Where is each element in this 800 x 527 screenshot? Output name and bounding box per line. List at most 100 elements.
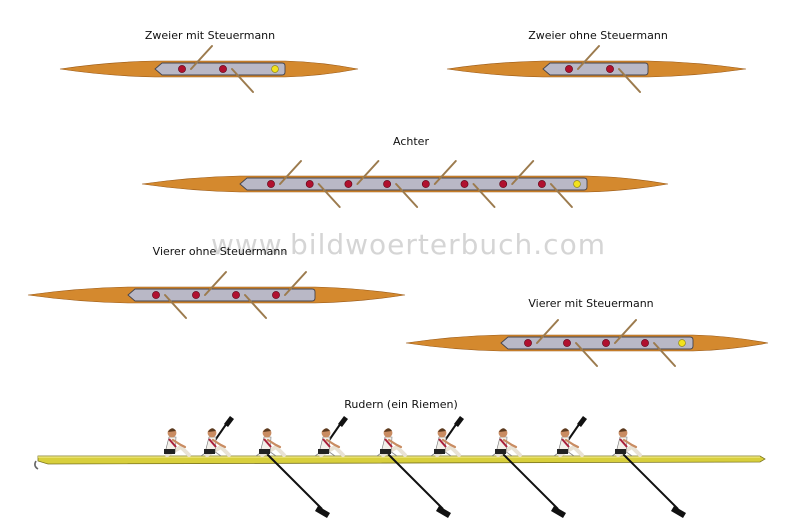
boat-four-with-coxswain bbox=[405, 319, 769, 367]
hair bbox=[561, 428, 569, 432]
oar bbox=[244, 294, 267, 319]
shorts bbox=[259, 449, 270, 454]
rower-seat bbox=[383, 180, 391, 188]
boat-pair-without-coxswain bbox=[446, 45, 747, 93]
oar bbox=[317, 183, 341, 208]
oar bbox=[472, 183, 496, 208]
shirt-stripe bbox=[168, 438, 177, 448]
arms bbox=[266, 438, 282, 449]
oar bbox=[164, 294, 187, 319]
arms bbox=[622, 438, 638, 449]
rower-seat bbox=[606, 65, 614, 73]
label-eight: Achter bbox=[393, 135, 429, 148]
rower-seat bbox=[219, 65, 227, 73]
shirt-stripe bbox=[263, 438, 272, 448]
hair bbox=[384, 428, 392, 432]
oar-blade bbox=[577, 416, 587, 427]
rower-seat bbox=[563, 339, 571, 347]
shorts bbox=[557, 449, 568, 454]
label-four-with-coxswain: Vierer mit Steuermann bbox=[528, 297, 654, 310]
rower-seat bbox=[499, 180, 508, 188]
shirt-stripe bbox=[438, 438, 447, 448]
watermark: www.bildwoerterbuch.com bbox=[211, 228, 606, 261]
oar-blade bbox=[551, 506, 566, 518]
boat-pair-with-coxswain bbox=[59, 45, 359, 93]
coxswain-figure bbox=[164, 428, 191, 457]
hair bbox=[168, 428, 176, 432]
rower-figure bbox=[491, 428, 566, 518]
boat-four-without-coxswain bbox=[27, 271, 406, 319]
sweep-rowing-illustration bbox=[34, 416, 766, 518]
arms bbox=[441, 438, 457, 449]
coxswain-seat bbox=[573, 180, 581, 188]
oar bbox=[653, 342, 676, 367]
oar-blade bbox=[338, 416, 348, 427]
rower-seat bbox=[421, 180, 430, 188]
oar-shaft bbox=[384, 450, 444, 510]
shirt-stripe bbox=[561, 438, 570, 448]
label-four-without-coxswain: Vierer ohne Steuermann bbox=[152, 245, 288, 258]
hair bbox=[499, 428, 507, 432]
shell bbox=[37, 455, 766, 465]
rower-seat bbox=[344, 180, 353, 188]
rower-seat bbox=[267, 180, 275, 188]
rower-figure bbox=[200, 416, 234, 457]
arms bbox=[325, 438, 341, 449]
arms bbox=[387, 438, 403, 449]
hair bbox=[263, 428, 271, 432]
shirt-stripe bbox=[208, 438, 217, 448]
rower-seat bbox=[641, 339, 649, 347]
rower-figure bbox=[430, 416, 464, 457]
label-sweep-rowing: Rudern (ein Riemen) bbox=[344, 398, 458, 411]
shorts bbox=[164, 449, 175, 454]
rower-figure bbox=[255, 428, 330, 518]
coxswain-seat bbox=[678, 339, 686, 347]
oar bbox=[577, 45, 600, 70]
oar-shaft bbox=[499, 450, 559, 510]
oar-blade bbox=[671, 506, 686, 518]
oar-blade bbox=[436, 506, 451, 518]
rower-figure bbox=[376, 428, 451, 518]
arms bbox=[171, 438, 187, 449]
rower-seat bbox=[272, 291, 280, 299]
rower-seat bbox=[524, 339, 532, 347]
rower-figure bbox=[553, 416, 587, 457]
oar bbox=[204, 271, 227, 296]
label-pair-with-coxswain: Zweier mit Steuermann bbox=[144, 29, 276, 42]
rower-seat bbox=[460, 180, 469, 188]
rower-seat bbox=[232, 291, 240, 299]
oar bbox=[356, 160, 380, 185]
oar bbox=[511, 160, 535, 185]
hair bbox=[619, 428, 627, 432]
oar-shaft bbox=[263, 450, 323, 510]
shorts bbox=[318, 449, 329, 454]
shirt-stripe bbox=[619, 438, 628, 448]
oar bbox=[231, 68, 254, 93]
shorts bbox=[380, 449, 391, 454]
shirt-stripe bbox=[322, 438, 331, 448]
oar bbox=[433, 160, 457, 185]
arms bbox=[211, 438, 227, 449]
oar bbox=[549, 183, 573, 208]
shorts bbox=[615, 449, 626, 454]
rower-seat bbox=[152, 291, 160, 299]
oar-blade bbox=[454, 416, 464, 427]
rower-figure bbox=[314, 416, 348, 457]
rower-seat bbox=[565, 65, 573, 73]
arms bbox=[502, 438, 518, 449]
oar bbox=[536, 319, 559, 344]
oar bbox=[614, 319, 637, 344]
hair bbox=[208, 428, 216, 432]
hair bbox=[438, 428, 446, 432]
rower-seat bbox=[305, 180, 314, 188]
oar bbox=[395, 183, 419, 208]
rower-seat bbox=[178, 65, 186, 73]
cockpit bbox=[127, 288, 316, 302]
rower-figure bbox=[611, 428, 686, 518]
shirt-stripe bbox=[384, 438, 393, 448]
coxswain-seat bbox=[271, 65, 279, 73]
rower-seat bbox=[538, 180, 546, 188]
rower-seat bbox=[192, 291, 200, 299]
oar bbox=[618, 68, 641, 93]
